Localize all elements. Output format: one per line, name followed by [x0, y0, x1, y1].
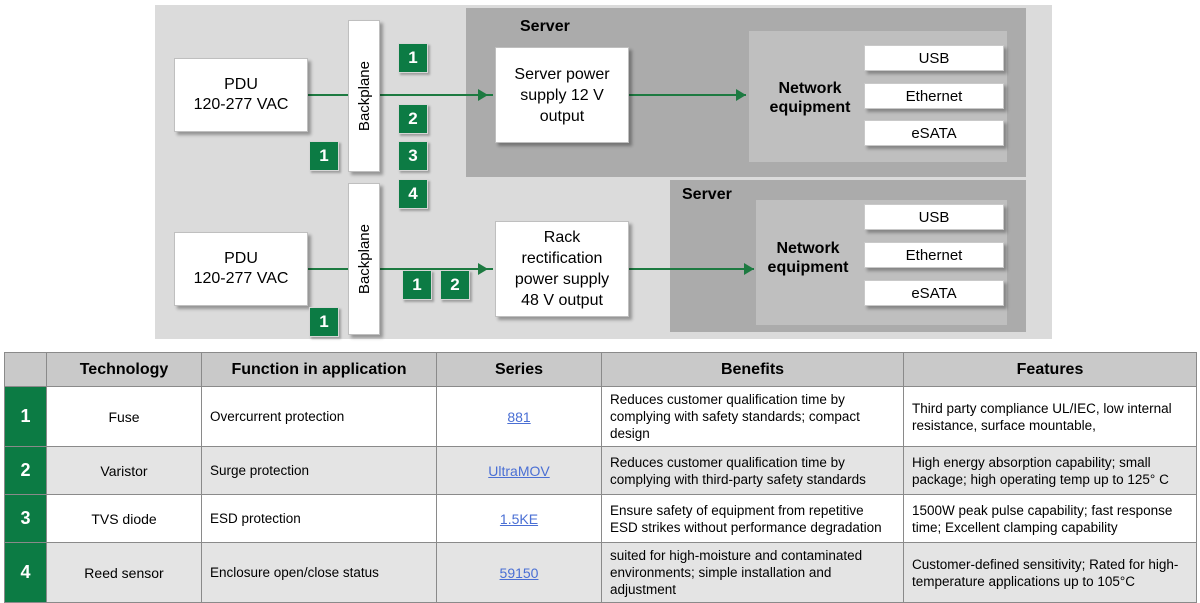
cell-features: Third party compliance UL/IEC, low inter…: [903, 386, 1197, 447]
cell-benefits: Reduces customer qualification time by c…: [601, 446, 904, 495]
callout-badge-2-rack: 2: [440, 270, 470, 300]
network-equipment-label-1: Network equipment: [762, 79, 858, 117]
psu-1-line2: supply 12 V: [520, 86, 604, 104]
cell-function: Overcurrent protection: [201, 386, 437, 447]
psu-2-line1: Rack: [543, 229, 581, 246]
row-number-badge: 1: [4, 386, 47, 447]
cell-function: ESD protection: [201, 494, 437, 543]
callout-badge-1-pdu-top: 1: [309, 141, 339, 171]
psu-1-line1: Server power: [514, 65, 610, 83]
arrow-head-to-network2: [744, 263, 754, 275]
callout-badge-1-pdu-bottom: 1: [309, 307, 339, 337]
cell-technology: TVS diode: [46, 494, 202, 543]
port-ethernet-1: Ethernet: [864, 83, 1004, 109]
series-link[interactable]: UltraMOV: [488, 462, 550, 479]
series-link[interactable]: 1.5KE: [499, 510, 539, 527]
column-header-features: Features: [903, 352, 1197, 387]
cell-benefits: Ensure safety of equipment from repetiti…: [601, 494, 904, 543]
arrow-head-to-network1: [736, 89, 746, 101]
cell-technology: Fuse: [46, 386, 202, 447]
network-equipment-label-2: Network equipment: [760, 239, 856, 277]
table-row: 1 Fuse Overcurrent protection 881 Reduce…: [4, 386, 1197, 447]
system-block-diagram: Server Server Network equipment Network …: [155, 5, 1052, 339]
port-esata-2: eSATA: [864, 280, 1004, 306]
technology-spec-table: Technology Function in application Serie…: [4, 352, 1197, 603]
pdu-box-1-line2: 120-277 VAC: [193, 96, 289, 113]
callout-badge-4-backplane: 4: [398, 179, 428, 209]
psu-2-line4: 48 V output: [521, 292, 603, 309]
callout-badge-1-rack: 1: [402, 270, 432, 300]
network-equipment-label-1-line2: equipment: [769, 99, 851, 116]
psu-2-line2: rectification: [521, 250, 603, 267]
port-usb-1: USB: [864, 45, 1004, 71]
connector-line-pdu2-backplane: [308, 268, 350, 270]
pdu-box-1-line1: PDU: [224, 76, 258, 93]
column-header-function: Function in application: [201, 352, 437, 387]
table-row: 2 Varistor Surge protection UltraMOV Red…: [4, 446, 1197, 495]
table-row: 4 Reed sensor Enclosure open/close statu…: [4, 542, 1197, 603]
port-ethernet-2: Ethernet: [864, 242, 1004, 268]
cell-series: 59150: [436, 542, 602, 603]
arrow-head-to-psu2: [478, 263, 488, 275]
series-link[interactable]: 881: [507, 408, 531, 425]
pdu-box-2-line2: 120-277 VAC: [193, 270, 289, 287]
connector-line-psu1-network1: [629, 94, 746, 96]
series-link[interactable]: 59150: [499, 564, 539, 581]
callout-badge-2-backplane: 2: [398, 104, 428, 134]
backplane-2-label: Backplane: [355, 223, 373, 295]
row-number-badge: 2: [4, 446, 47, 495]
backplane-1: Backplane: [348, 20, 380, 172]
cell-benefits: Reduces customer qualification time by c…: [601, 386, 904, 447]
callout-badge-3-backplane: 3: [398, 141, 428, 171]
pdu-box-2: PDU 120-277 VAC: [174, 232, 308, 306]
server-label-2: Server: [682, 186, 732, 203]
cell-series: 1.5KE: [436, 494, 602, 543]
cell-features: High energy absorption capability; small…: [903, 446, 1197, 495]
cell-technology: Varistor: [46, 446, 202, 495]
column-header-technology: Technology: [46, 352, 202, 387]
connector-line-pdu1-backplane: [308, 94, 350, 96]
backplane-2: Backplane: [348, 183, 380, 335]
connector-line-backplane-psu1: [380, 94, 493, 96]
column-header-series: Series: [436, 352, 602, 387]
pdu-box-2-line1: PDU: [224, 250, 258, 267]
cell-function: Surge protection: [201, 446, 437, 495]
network-equipment-label-2-line2: equipment: [767, 259, 849, 276]
row-number-badge: 3: [4, 494, 47, 543]
port-esata-1: eSATA: [864, 120, 1004, 146]
server-label-1: Server: [520, 18, 570, 35]
cell-series: UltraMOV: [436, 446, 602, 495]
cell-features: 1500W peak pulse capability; fast respon…: [903, 494, 1197, 543]
cell-technology: Reed sensor: [46, 542, 202, 603]
connector-line-backplane-psu2: [380, 268, 493, 270]
psu-1-line3: output: [539, 107, 585, 125]
backplane-1-label: Backplane: [355, 60, 373, 132]
server-power-supply-box: Server power supply 12 V output: [495, 47, 629, 143]
table-header-row: Technology Function in application Serie…: [4, 352, 1197, 387]
cell-series: 881: [436, 386, 602, 447]
column-header-number: [4, 352, 47, 387]
pdu-box-1: PDU 120-277 VAC: [174, 58, 308, 132]
row-number-badge: 4: [4, 542, 47, 603]
connector-line-psu2-network2: [629, 268, 754, 270]
table-row: 3 TVS diode ESD protection 1.5KE Ensure …: [4, 494, 1197, 543]
cell-benefits: suited for high-moisture and contaminate…: [601, 542, 904, 603]
arrow-head-to-psu1: [478, 89, 488, 101]
cell-features: Customer-defined sensitivity; Rated for …: [903, 542, 1197, 603]
psu-2-line3: power supply: [514, 271, 610, 288]
network-equipment-label-2-line1: Network: [776, 240, 840, 257]
column-header-benefits: Benefits: [601, 352, 904, 387]
network-equipment-label-1-line1: Network: [778, 80, 842, 97]
port-usb-2: USB: [864, 204, 1004, 230]
cell-function: Enclosure open/close status: [201, 542, 437, 603]
rack-rectification-power-supply-box: Rack rectification power supply 48 V out…: [495, 221, 629, 317]
callout-badge-1-backplane-top: 1: [398, 43, 428, 73]
